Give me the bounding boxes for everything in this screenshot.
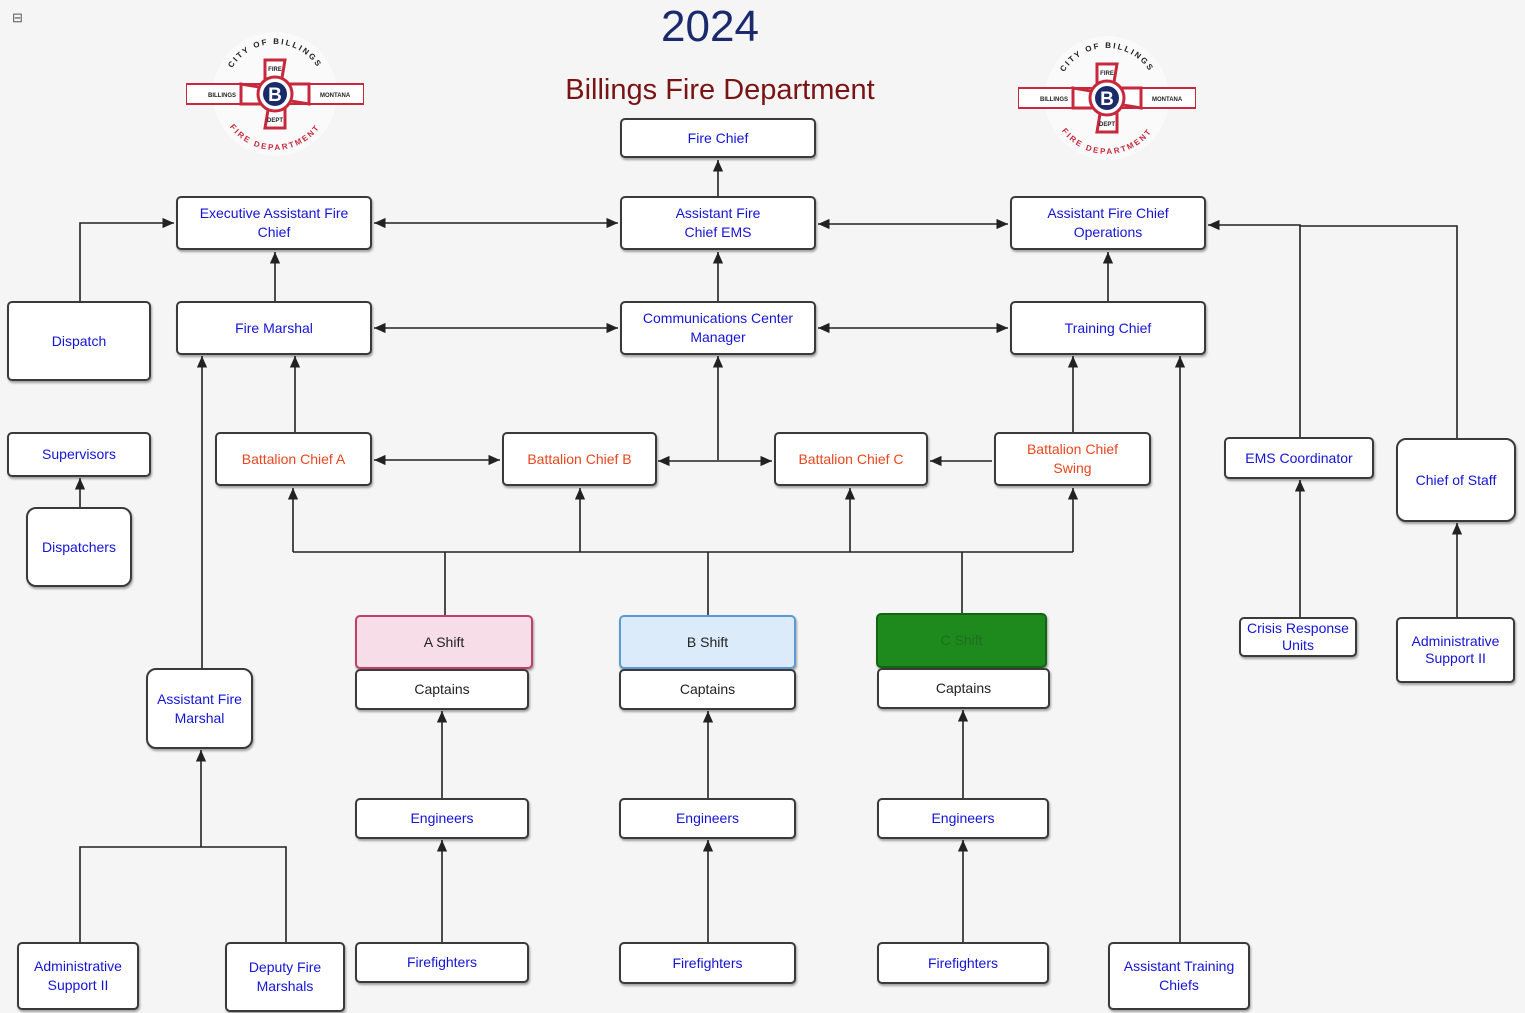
dispatch-box: Dispatch	[7, 301, 151, 381]
engineers-b-box: Engineers	[619, 798, 796, 839]
chief-of-staff-box: Chief of Staff	[1396, 438, 1516, 522]
a-shift-header: A Shift	[355, 615, 533, 669]
engineers-c-box: Engineers	[877, 798, 1049, 839]
training-chief-box: Training Chief	[1010, 301, 1206, 355]
logo-ribbon-right: MONTANA	[1152, 97, 1183, 103]
collapse-icon[interactable]: ⊟	[12, 10, 23, 25]
battalion-chief-a-box: Battalion Chief A	[215, 432, 372, 486]
battalion-chief-b-box: Battalion Chief B	[502, 432, 657, 486]
battalion-chief-c-box: Battalion Chief C	[774, 432, 928, 486]
crisis-response-units-box: Crisis Response Units	[1239, 617, 1357, 657]
logo-badge-bottom: DEPT	[1099, 122, 1115, 128]
administrative-support-right-box: Administrative Support II	[1396, 617, 1515, 683]
assistant-fire-marshal-box: Assistant Fire Marshal	[146, 668, 253, 749]
engineers-a-box: Engineers	[355, 798, 529, 839]
logo-badge-top: FIRE	[268, 67, 282, 73]
captains-b-box: Captains	[619, 669, 796, 710]
page-title: Billings Fire Department	[565, 74, 875, 106]
executive-assistant-fire-chief-box: Executive Assistant Fire Chief	[176, 196, 372, 250]
b-shift-header: B Shift	[619, 615, 796, 669]
deputy-fire-marshals-box: Deputy Fire Marshals	[225, 942, 345, 1012]
dispatchers-box: Dispatchers	[26, 507, 132, 587]
ems-coordinator-box: EMS Coordinator	[1224, 437, 1374, 479]
logo-ribbon-right: MONTANA	[320, 93, 351, 99]
firefighters-b-box: Firefighters	[619, 942, 796, 984]
firefighters-a-box: Firefighters	[355, 942, 529, 983]
administrative-support-left-box: Administrative Support II	[17, 942, 139, 1010]
logo-letter: B	[1100, 89, 1114, 110]
assistant-fire-chief-operations-box: Assistant Fire Chief Operations	[1010, 196, 1206, 250]
captains-a-box: Captains	[355, 669, 529, 710]
logo-ribbon-left: BILLINGS	[1040, 97, 1068, 103]
assistant-training-chiefs-box: Assistant Training Chiefs	[1108, 942, 1250, 1010]
fire-marshal-box: Fire Marshal	[176, 301, 372, 355]
logo-letter: B	[268, 85, 282, 106]
c-shift-header: C Shift	[876, 613, 1047, 668]
supervisors-box: Supervisors	[7, 432, 151, 477]
year-heading: 2024	[661, 2, 759, 51]
logo-badge-top: FIRE	[1100, 71, 1114, 77]
assistant-fire-chief-ems-box: Assistant Fire Chief EMS	[620, 196, 816, 250]
battalion-chief-swing-box: Battalion Chief Swing	[994, 432, 1151, 486]
logo-badge-bottom: DEPT	[267, 118, 283, 124]
fire-chief-box: Fire Chief	[620, 118, 816, 158]
logo-ribbon-left: BILLINGS	[208, 93, 236, 99]
communications-center-manager-box: Communications Center Manager	[620, 301, 816, 355]
firefighters-c-box: Firefighters	[877, 942, 1049, 984]
captains-c-box: Captains	[877, 668, 1050, 709]
